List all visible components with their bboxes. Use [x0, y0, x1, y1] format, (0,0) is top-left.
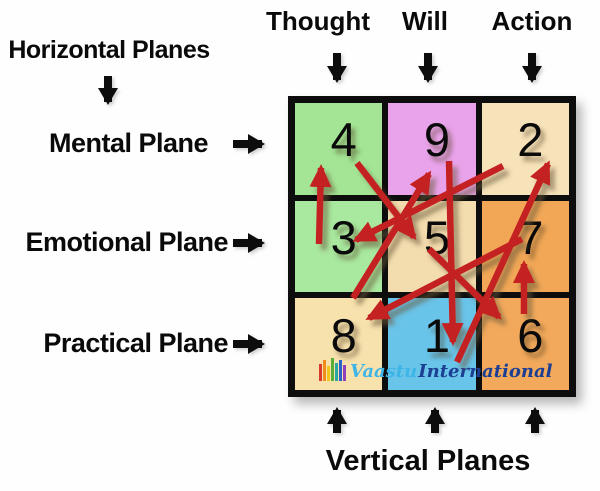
column-label-will: Will	[402, 6, 448, 36]
watermark-vaastu-international: Vaastu International	[318, 352, 552, 382]
grid-cell-2: 2	[481, 103, 569, 195]
vaastu-logo-icon	[319, 358, 346, 381]
cell-number: 5	[423, 210, 451, 264]
column-label-action: Action	[491, 6, 573, 36]
vertical-planes-label: Vertical Planes	[325, 445, 531, 477]
cell-number: 4	[330, 113, 357, 167]
cell-number: 8	[330, 308, 357, 362]
row-label-practical-plane: Practical Plane	[43, 328, 228, 358]
grid-cell-9: 9	[388, 103, 476, 195]
grid-cell-3: 3	[295, 200, 383, 293]
watermark-name: Vaastu	[350, 361, 418, 382]
grid-cell-7: 7	[481, 200, 569, 293]
horizontal-planes-label: Horizontal Planes	[8, 36, 210, 64]
cell-number: 7	[517, 210, 544, 264]
grid-cell-4: 4	[295, 103, 383, 195]
row-label-emotional-plane: Emotional Plane	[25, 227, 228, 257]
row-label-mental-plane: Mental Plane	[48, 128, 209, 158]
cell-number: 9	[423, 113, 451, 167]
grid-cell-5: 5	[388, 200, 476, 293]
cell-number: 3	[330, 210, 357, 264]
cell-number: 2	[517, 113, 544, 167]
watermark-name: International	[418, 361, 553, 382]
column-label-thought: Thought	[266, 6, 370, 36]
